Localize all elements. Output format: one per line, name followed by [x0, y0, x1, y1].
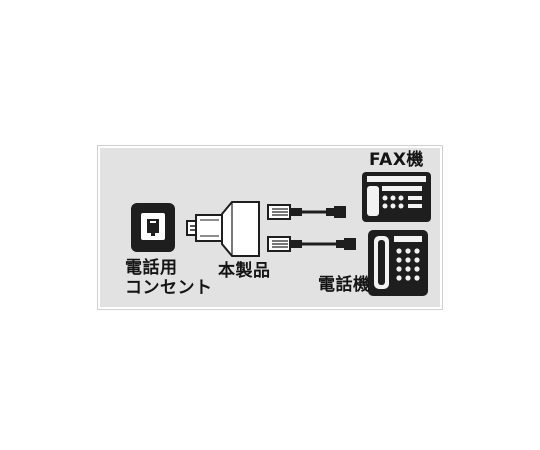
- phone-label: 電話機: [318, 275, 371, 295]
- outlet-label-line2: コンセント: [125, 278, 213, 298]
- splitter-adapter-icon: [186, 201, 260, 257]
- outlet-label-line1: 電話用: [125, 258, 178, 278]
- fax-label: FAX機: [369, 150, 424, 170]
- lower-cord-icon: [267, 236, 356, 252]
- wall-outlet-icon: [131, 203, 175, 252]
- upper-cord-icon: [267, 204, 346, 220]
- telephone-icon: [368, 230, 428, 296]
- fax-machine-icon: [362, 172, 431, 222]
- product-label: 本製品: [218, 261, 271, 281]
